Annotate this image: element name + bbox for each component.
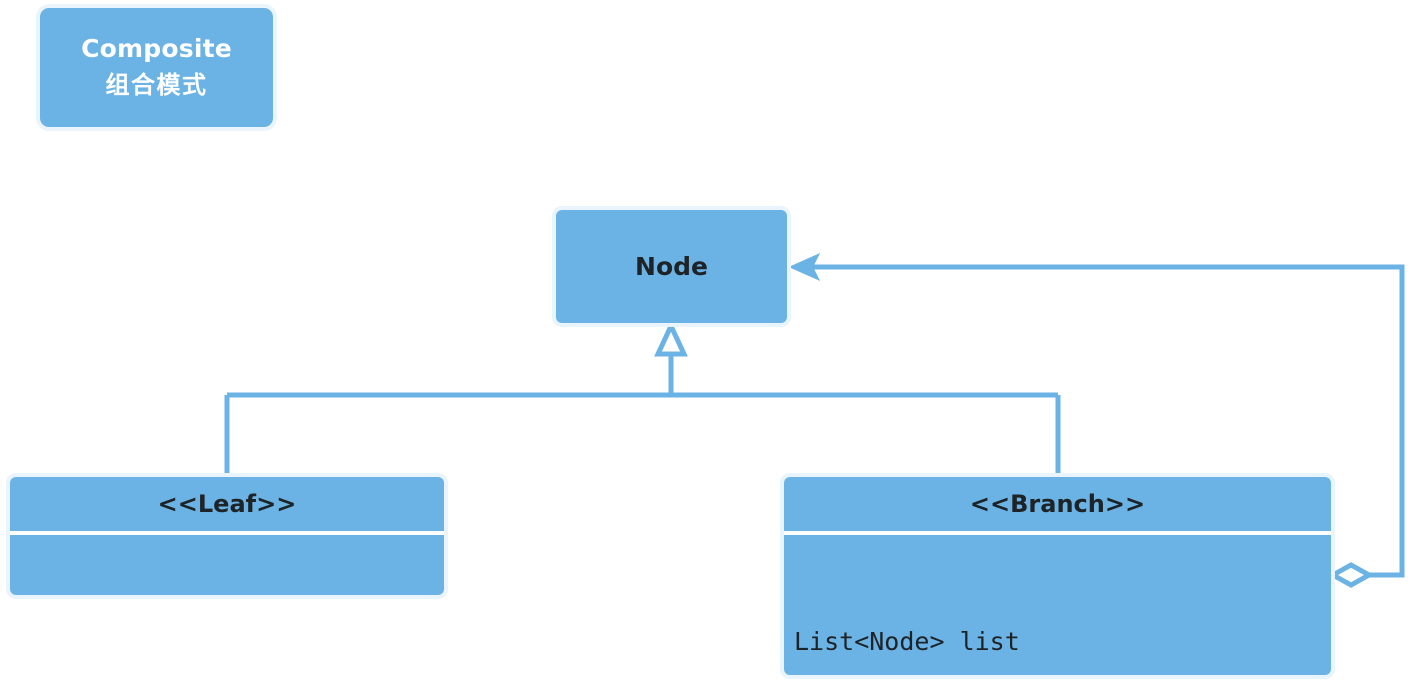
open-arrowhead	[788, 252, 821, 282]
class-members-branch: List<Node> list – print() – add(Node nod…	[784, 535, 1331, 675]
pattern-title-badge: Composite 组合模式	[40, 8, 273, 127]
class-name-branch: <<Branch>>	[969, 490, 1146, 518]
class-members-leaf: – print()	[10, 535, 444, 595]
compartment-divider	[784, 531, 1331, 535]
pattern-name-cjk: 组合模式	[105, 71, 208, 100]
hollow-triangle-arrowhead	[654, 320, 688, 357]
class-name-leaf: <<Leaf>>	[157, 490, 297, 518]
class-box-leaf[interactable]: <<Leaf>> – print()	[10, 477, 444, 595]
pattern-name-en: Composite	[81, 34, 232, 64]
hollow-diamond-tail	[1327, 562, 1375, 588]
compartment-divider	[10, 531, 444, 535]
generalization-connector	[224, 320, 1061, 479]
class-box-node[interactable]: Node	[556, 210, 787, 323]
class-member: List<Node> list	[794, 627, 1020, 656]
class-name-node: Node	[635, 252, 708, 281]
class-box-branch[interactable]: <<Branch>> List<Node> list – print() – a…	[784, 477, 1331, 675]
